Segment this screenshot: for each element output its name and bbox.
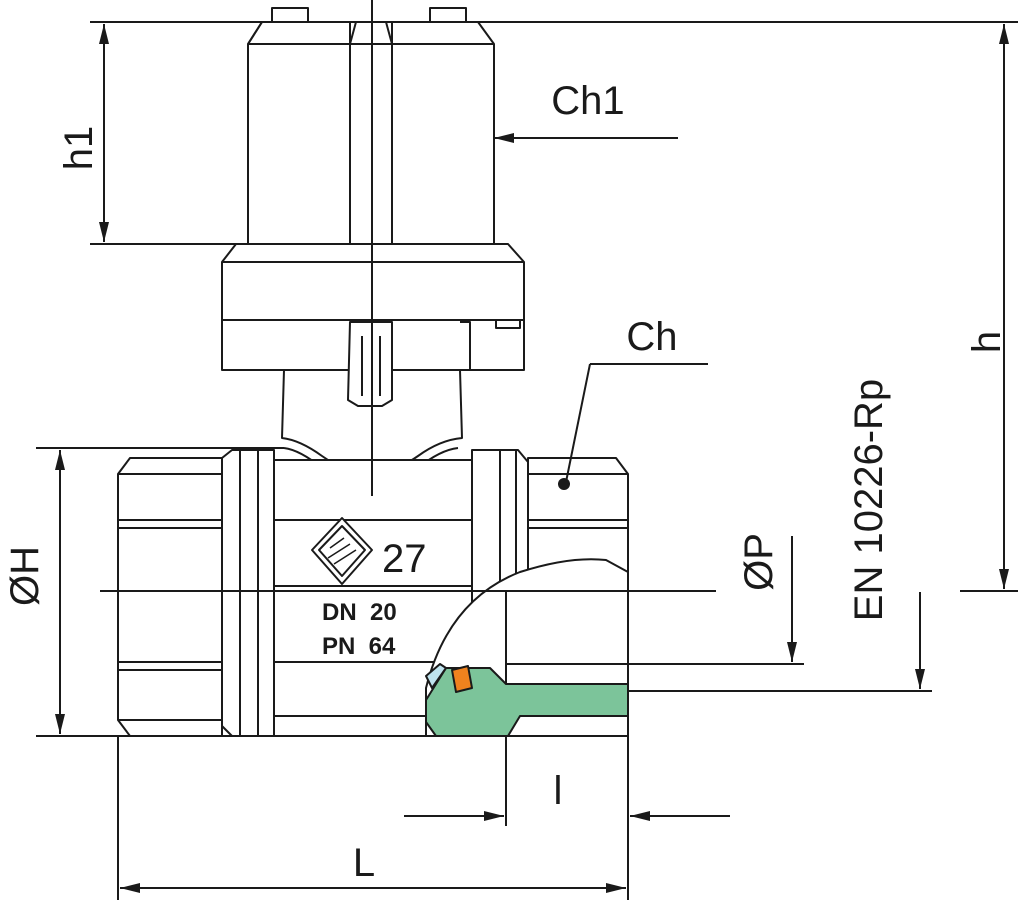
body-dn: DN 20 — [322, 599, 397, 626]
label-l-small: l — [554, 769, 563, 813]
label-ch1: Ch1 — [551, 79, 624, 123]
leader-dot — [558, 478, 570, 490]
construction-lines — [36, 0, 1018, 900]
body-number: 27 — [382, 537, 427, 581]
label-standard: EN 10226-Rp — [847, 379, 891, 621]
label-phi-h: ØH — [3, 546, 47, 606]
cutaway-section — [425, 558, 629, 737]
manufacturer-logo — [311, 517, 373, 585]
label-ch: Ch — [626, 315, 677, 359]
body-pn: PN 64 — [322, 633, 396, 660]
label-h: h — [965, 331, 1009, 353]
dimension-lines — [55, 24, 1009, 893]
label-phi-p: ØP — [737, 533, 781, 591]
label-l-big: L — [353, 841, 375, 885]
label-h1: h1 — [57, 126, 101, 171]
